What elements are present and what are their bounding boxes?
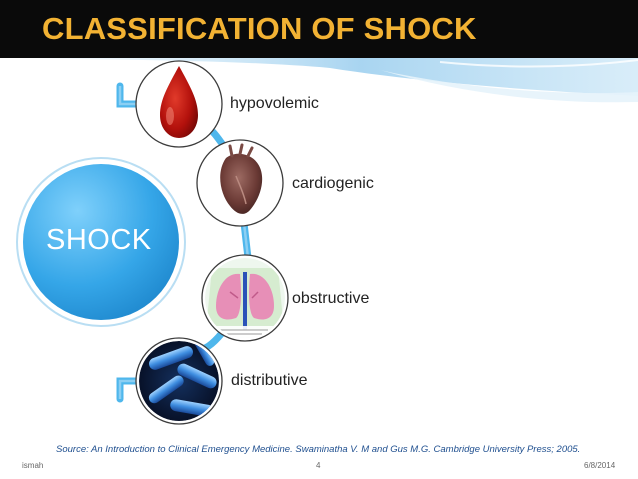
blood-drop-icon	[135, 60, 223, 148]
footer-page-number: 4	[316, 461, 321, 470]
category-label-hypovolemic: hypovolemic	[230, 95, 319, 112]
shock-circle	[23, 164, 179, 320]
category-label-distributive: distributive	[231, 372, 308, 389]
bacteria-icon	[135, 337, 223, 425]
title-bar	[0, 0, 638, 58]
footer-date: 6/8/2014	[584, 461, 616, 470]
source-citation: Source: An Introduction to Clinical Emer…	[56, 444, 581, 455]
slide-title: CLASSIFICATION OF SHOCK	[42, 11, 477, 46]
lungs-icon	[201, 254, 289, 342]
shock-label: SHOCK	[46, 224, 152, 256]
category-label-obstructive: obstructive	[292, 290, 370, 307]
category-label-cardiogenic: cardiogenic	[292, 175, 374, 192]
footer-author: ismah	[22, 461, 44, 470]
heart-icon	[196, 139, 284, 227]
